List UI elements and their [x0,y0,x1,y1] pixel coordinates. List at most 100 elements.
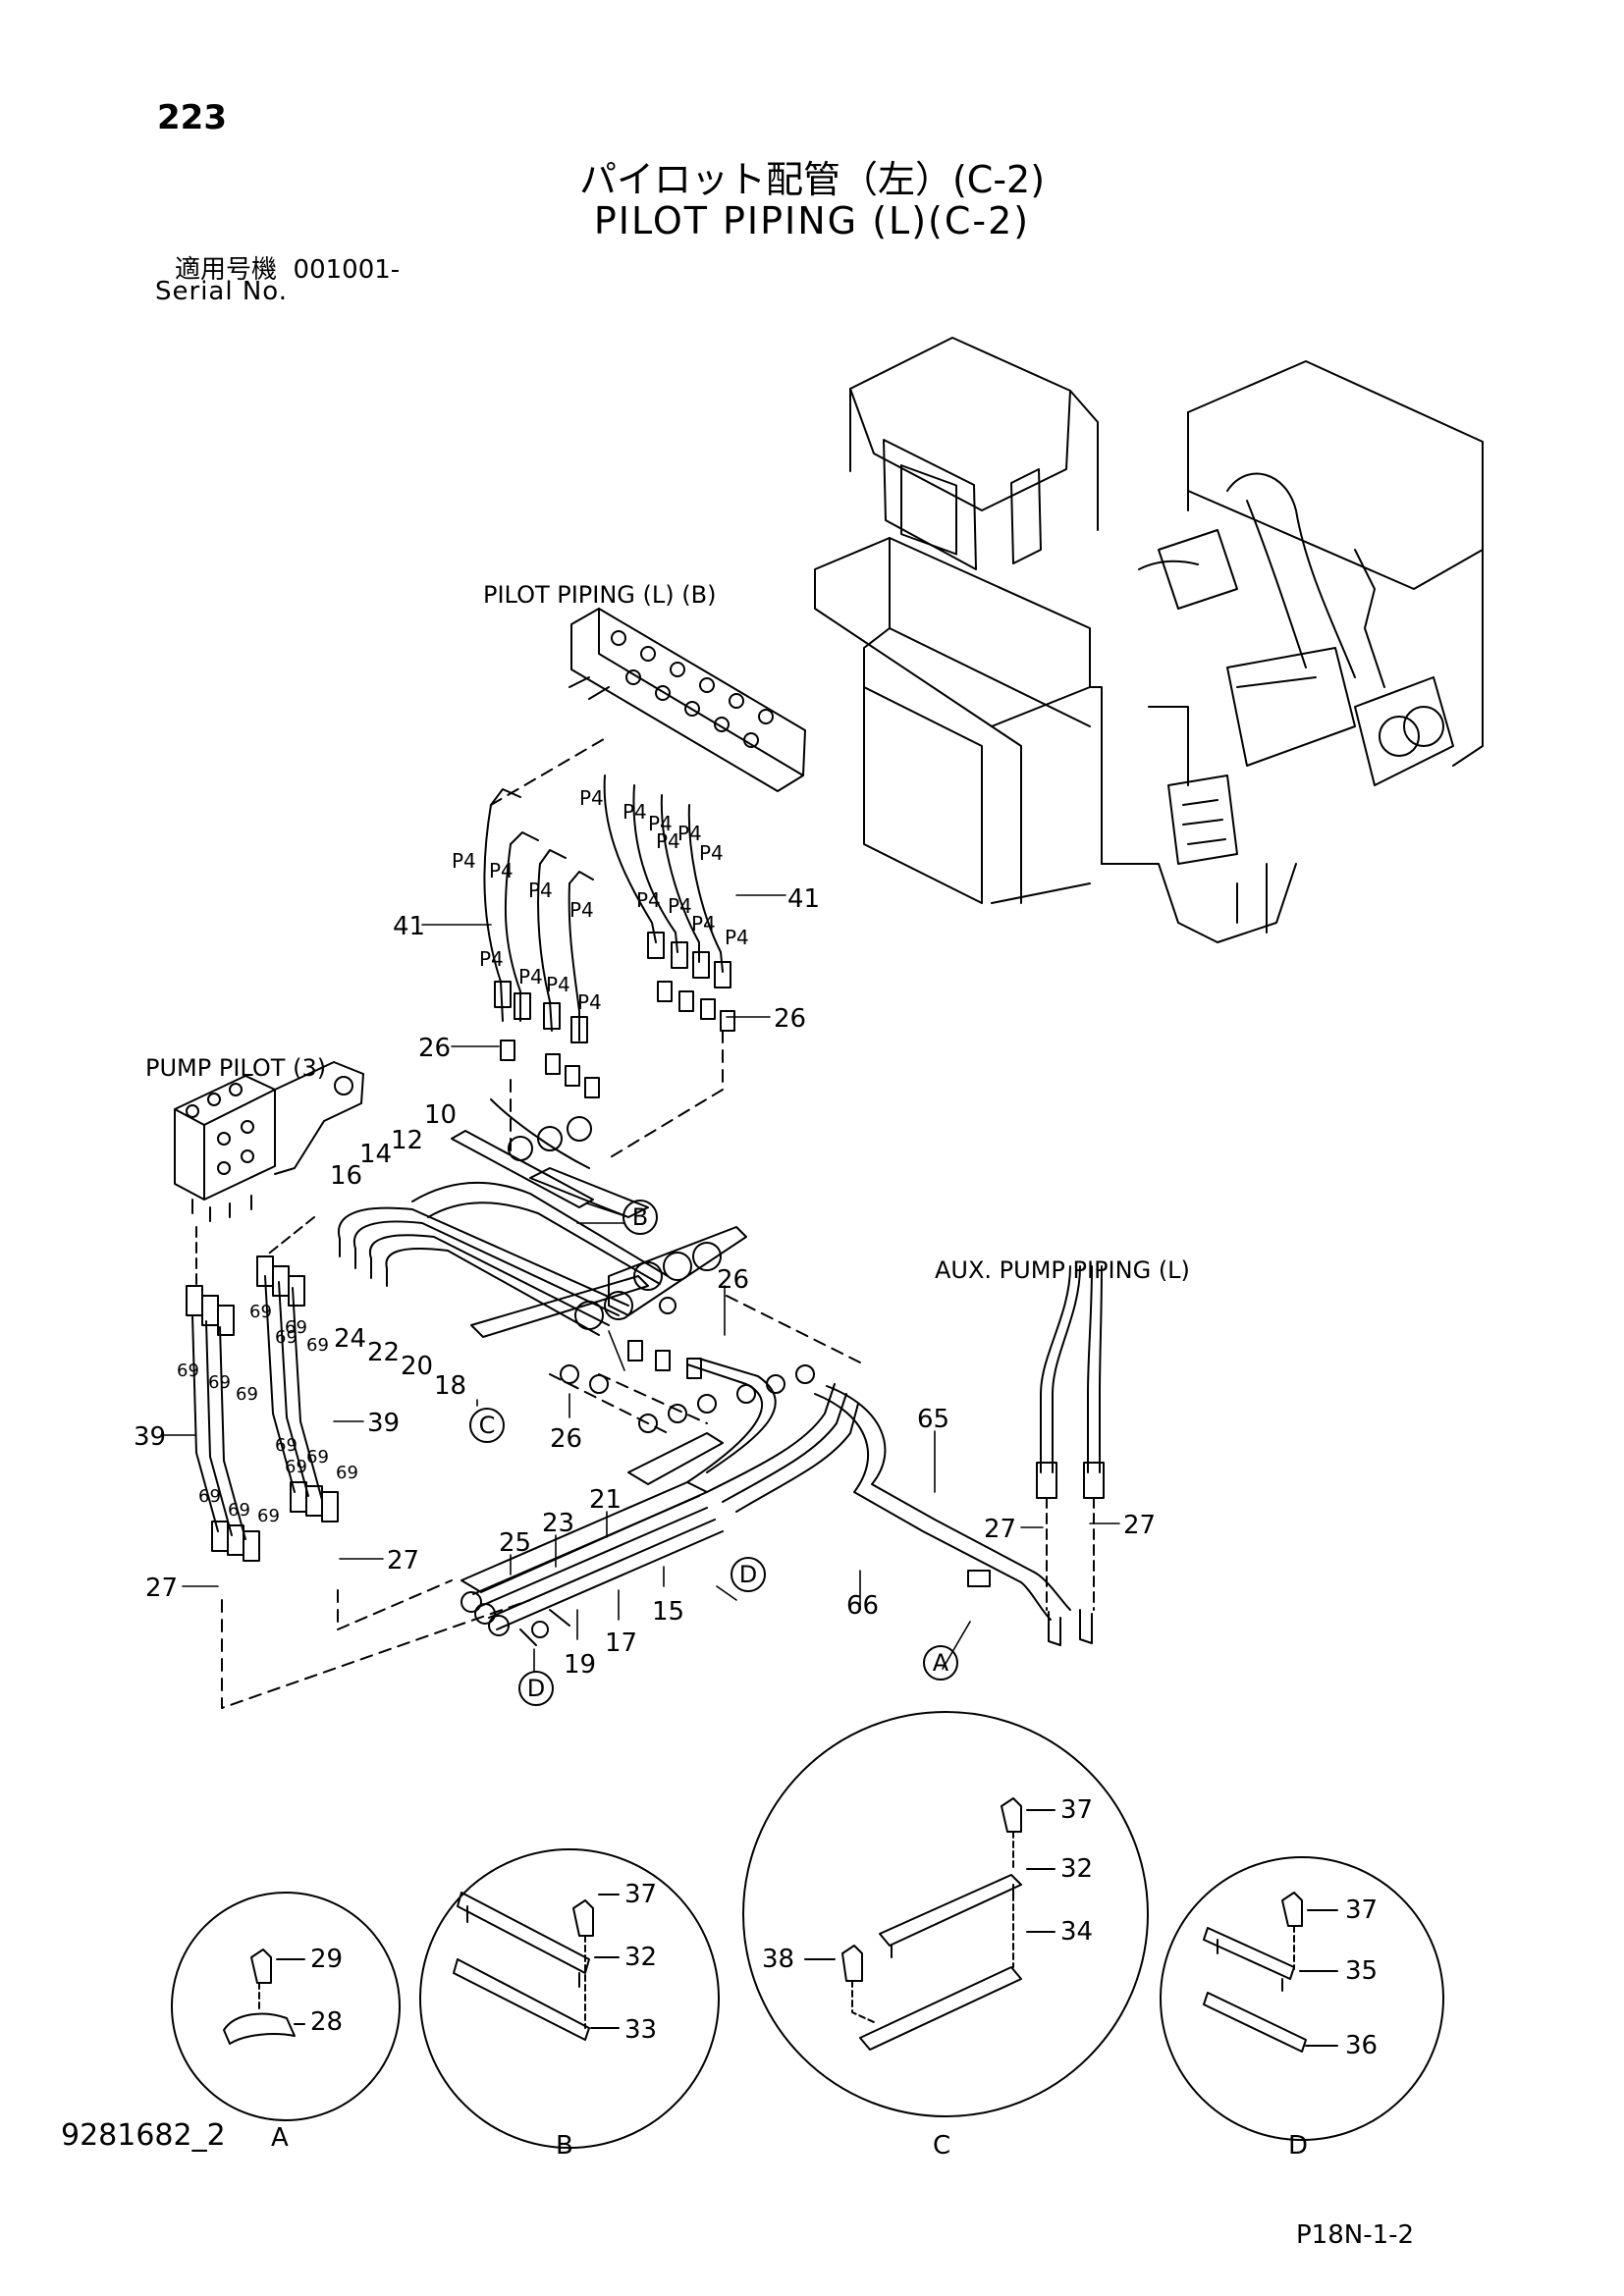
port-label-p4: P4 [569,898,594,922]
part-number: 22 [367,1338,400,1367]
port-label-p4: P4 [691,912,716,935]
part-number-69: 69 [285,1457,307,1477]
part-number: 26 [418,1034,451,1063]
lower-pipe-bundle [460,1358,859,1646]
pilot-manifold-b [568,608,806,792]
part-number-69: 69 [208,1372,231,1393]
part-number: 20 [401,1352,433,1381]
part-number: 27 [145,1574,178,1603]
part-number: 27 [1123,1511,1156,1540]
part-number-69: 69 [236,1384,258,1405]
detail-d-part: 35 [1345,1956,1378,1986]
part-number: 10 [424,1100,457,1130]
main-pipe-bundle [338,1098,747,1338]
detail-d-plates [1203,1892,1338,2053]
part-number-69: 69 [275,1327,298,1348]
page-code: P18N-1-2 [1296,2220,1415,2250]
detail-d-part: 36 [1345,2031,1378,2060]
detail-c-part: 32 [1060,1854,1093,1884]
serial-value: 001001- [293,255,401,285]
port-label-p4: P4 [579,786,604,810]
part-number: 26 [774,1004,806,1034]
part-number: 39 [367,1409,400,1438]
port-label-p4: P4 [577,990,602,1014]
hose-group-39 [186,1216,531,1709]
part-number: 15 [652,1597,684,1627]
detail-b-part: 37 [624,1880,657,1909]
ref-label-a: A [933,1649,949,1677]
part-number: 23 [542,1509,574,1538]
ref-label-c: C [479,1412,496,1439]
detail-a-part: 29 [310,1945,343,1974]
page-number: 223 [157,98,227,137]
ref-label-d: D [739,1561,757,1588]
part-number-69: 69 [336,1463,358,1483]
part-number: 41 [393,912,425,941]
port-label-p4: P4 [546,973,570,996]
part-number: 24 [334,1324,366,1354]
detail-a-part: 28 [310,2007,343,2037]
part-number-69: 69 [306,1335,329,1356]
document-code: 9281682_2 [61,2118,226,2153]
part-number-69: 69 [228,1500,250,1521]
port-label-p4: P4 [479,947,504,971]
callout-pilot-piping-b: PILOT PIPING (L) (B) [483,581,716,609]
leader-lines [162,894,1120,1672]
port-label-p4: P4 [518,965,543,988]
part-number: 27 [984,1515,1016,1544]
hose-group-41-right [603,774,731,988]
port-label-p4: P4 [636,888,661,912]
detail-c-plates [804,1797,1056,2051]
port-label-p4: P4 [699,841,724,865]
aux-pipes [814,1265,1105,1646]
detail-c-part: 37 [1060,1795,1093,1825]
part-number: 41 [787,884,820,914]
port-label-p4: P4 [648,812,673,835]
port-label-p4: P4 [677,822,702,845]
part-number: 65 [917,1405,949,1434]
detail-a-clamp [223,1949,305,2045]
fittings-26 [500,981,815,1433]
part-number: 21 [589,1485,622,1515]
detail-d-label: D [1288,2131,1308,2161]
ref-label-b: B [632,1203,648,1231]
part-number: 12 [391,1126,423,1155]
detail-circles [171,1711,1444,2149]
port-label-p4: P4 [489,859,514,882]
part-number: 14 [359,1140,392,1169]
part-number-69: 69 [275,1435,298,1456]
hose-group-41-left [483,735,610,1043]
callout-pump-pilot: PUMP PILOT (3) [145,1054,326,1082]
port-label-p4: P4 [452,849,476,873]
pump-pilot-block [174,1061,364,1222]
serial-label-japanese: 適用号機 001001- [175,249,400,286]
port-label-p4: P4 [668,894,692,918]
title-japanese: パイロット配管（左）(C-2) [578,158,1046,201]
port-label-p4: P4 [528,879,553,902]
port-label-p4: P4 [656,829,680,853]
detail-c-part: 34 [1060,1917,1093,1947]
part-number-69: 69 [249,1302,272,1322]
port-label-p4: P4 [623,800,647,824]
part-number: 18 [434,1371,466,1401]
detail-b-plates [453,1892,620,2041]
detail-a-label: A [271,2123,289,2153]
part-number-69: 69 [177,1361,199,1381]
machine-outline [814,337,1484,943]
serial-label-english: Serial No. [155,277,288,306]
port-label-p4: P4 [725,926,749,949]
part-number: 19 [564,1650,596,1680]
detail-b-part: 32 [624,1943,657,1972]
part-number: 26 [717,1265,749,1295]
ref-label-d: D [527,1675,545,1702]
part-number: 27 [387,1546,419,1575]
part-number: 39 [134,1422,166,1452]
part-number: 16 [330,1161,362,1191]
detail-d-part: 37 [1345,1896,1378,1925]
part-number: 26 [550,1424,582,1454]
part-number: 25 [499,1528,531,1558]
part-number-69: 69 [257,1506,280,1526]
serial-label-ja-text: 適用号機 [175,255,278,285]
part-number-69: 69 [198,1486,221,1507]
detail-c-part: 38 [762,1945,794,1974]
